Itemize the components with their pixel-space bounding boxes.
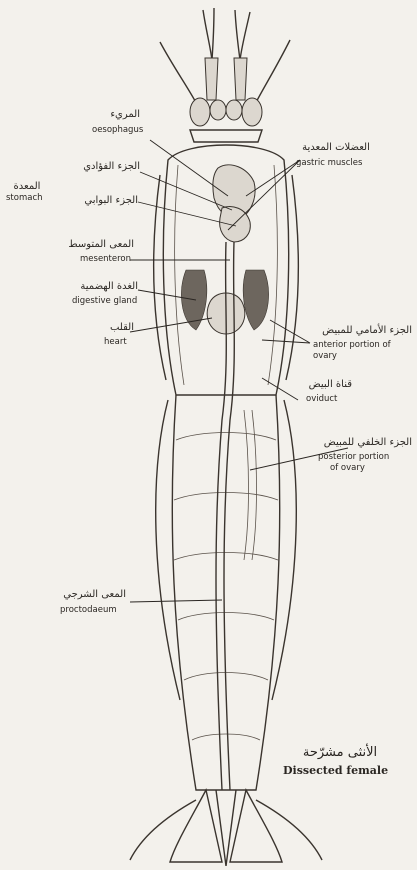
mesenteron-label: mesenteron	[80, 254, 131, 264]
caption-arabic: الأنثى مشرّحة	[290, 748, 390, 758]
digestive-gland-label-ar: الغدة الهضمية	[76, 282, 138, 292]
oviduct-label: oviduct	[306, 394, 337, 404]
anterior-ovary-label-ar: الجزء الأمامي للمبيض	[300, 326, 412, 336]
stomach	[213, 165, 255, 242]
cardiac-label-ar: الجزء الفؤادي	[82, 162, 140, 172]
ovary-posterior	[244, 410, 257, 560]
anterior-ovary-label-line1: anterior portion of	[313, 340, 391, 350]
proctodaeum-label: proctodaeum	[60, 605, 117, 615]
oesophagus-label-ar: المريء	[88, 110, 140, 120]
posterior-ovary-label-ar: الجزء الخلفي للمبيض	[314, 438, 412, 448]
anterior-ovary-label-line2: ovary	[313, 351, 337, 361]
oesophagus-label: oesophagus	[92, 125, 143, 135]
pyloric-label-ar: الجزء البوابي	[80, 196, 138, 206]
caption-english: Dissected female	[283, 766, 388, 776]
posterior-ovary-label-line1: posterior portion	[318, 452, 389, 462]
gastric-muscles-label-ar: العضلات المعدية	[296, 143, 376, 153]
heart-label: heart	[104, 337, 127, 347]
antennae	[160, 8, 290, 110]
head-appendages	[190, 98, 262, 142]
proctodaeum-label-ar: المعى الشرجي	[64, 590, 126, 600]
heart-label-ar: القلب	[86, 323, 134, 333]
stomach-label-ar: المعدة	[4, 182, 50, 192]
mesenteron-label-ar: المعى المتوسط	[76, 240, 134, 250]
digestive-gland-label: digestive gland	[72, 296, 137, 306]
gastric-muscles-label: gastric muscles	[296, 158, 362, 168]
abdomen	[156, 395, 297, 790]
tail-fan	[130, 790, 322, 866]
stomach-label: stomach	[6, 193, 43, 203]
oviduct-label-ar: قناة البيض	[300, 380, 352, 390]
posterior-ovary-label-line2: of ovary	[330, 463, 365, 473]
